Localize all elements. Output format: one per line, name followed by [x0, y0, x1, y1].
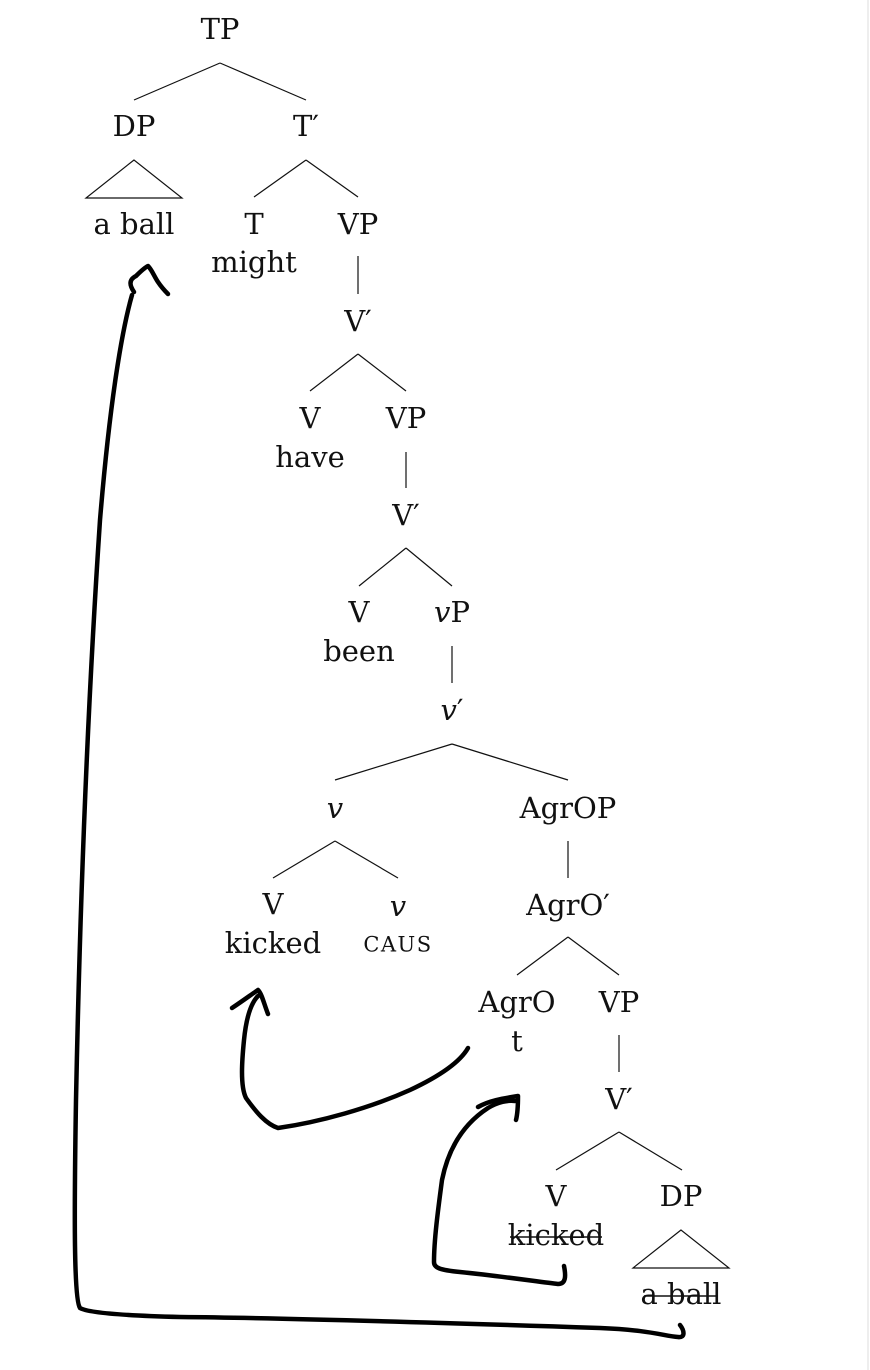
node-t: T: [244, 207, 264, 241]
node-dp-spec: DP: [113, 109, 156, 143]
node-caus: CAUS: [363, 933, 432, 957]
node-tbar: T′: [293, 109, 319, 143]
node-agrop: AgrOP: [519, 791, 617, 825]
node-dp-spec-word: a ball: [94, 207, 175, 241]
arrow-agro-to-v: [239, 993, 471, 1131]
tree-branches: [84, 62, 731, 1269]
node-t-word: might: [211, 245, 297, 279]
node-little-v2: v: [390, 889, 407, 923]
arrow-verb-to-agro: [431, 1098, 568, 1287]
node-little-vp-v: v: [434, 595, 451, 629]
dp-obj-triangle: [631, 1229, 731, 1269]
node-v3-word: kicked: [225, 926, 321, 960]
node-little-vbar-prime: ′: [457, 693, 464, 727]
node-vp2: VP: [385, 401, 426, 435]
arrow-agro-head: [229, 987, 271, 1017]
arrow-object-head: [128, 263, 171, 297]
movement-arrows: [72, 263, 686, 1340]
node-little-vp: vP: [434, 595, 470, 629]
node-little-vbar-v: v: [441, 693, 458, 727]
node-v3: V: [262, 887, 285, 921]
node-agrobar: AgrO′: [525, 888, 610, 922]
node-v1: V: [299, 401, 322, 435]
node-vbar2: V′: [391, 498, 420, 532]
node-v2-word: been: [323, 634, 395, 668]
node-vbar1: V′: [343, 304, 372, 338]
node-dp-obj-word: a ball: [641, 1277, 722, 1311]
node-agro-word: t: [511, 1024, 523, 1058]
node-tp: TP: [201, 12, 240, 46]
node-v2: V: [348, 595, 371, 629]
node-v1-word: have: [275, 440, 345, 474]
arrow-object-to-spec-tp: [72, 292, 686, 1340]
node-vp3: VP: [598, 985, 639, 1019]
dp-spec-triangle: [84, 159, 184, 199]
node-v4: V: [545, 1179, 568, 1213]
node-v4-word: kicked: [508, 1218, 604, 1252]
arrow-verb-head: [475, 1093, 521, 1123]
node-dp-obj: DP: [660, 1179, 703, 1213]
node-vbar3: V′: [604, 1082, 633, 1116]
node-little-vbar: v′: [441, 693, 464, 727]
node-little-vp-p: P: [450, 595, 470, 629]
node-vp1: VP: [337, 207, 378, 241]
node-agro: AgrO: [477, 985, 555, 1019]
node-little-v: v: [327, 791, 344, 825]
